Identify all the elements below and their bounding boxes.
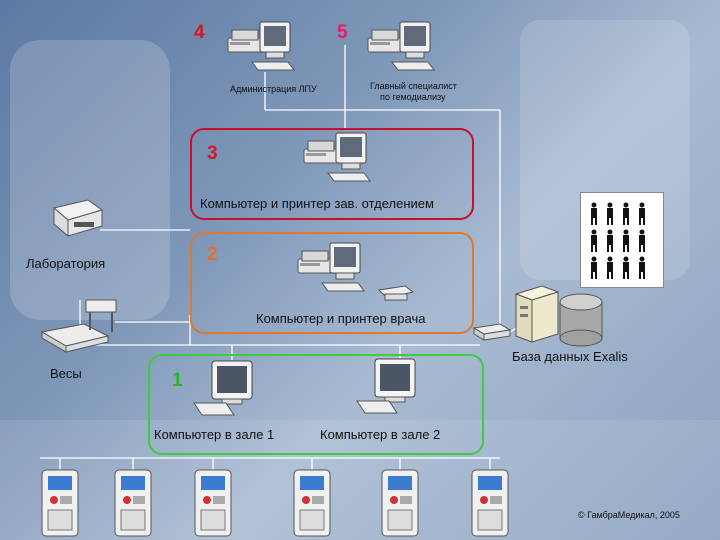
dialysis-machine-icon [292,468,332,538]
network-switch-icon [472,323,512,341]
level-1-box [148,354,484,455]
label-head-dept: Компьютер и принтер зав. отделением [200,196,434,211]
label-hall1: Компьютер в зале 1 [154,427,275,442]
number-2: 2 [207,244,218,265]
workstation-icon [222,15,302,77]
workstation-icon [192,358,262,420]
label-chief-line1: Главный специалист [370,81,457,91]
people-icon [580,192,664,288]
label-scales: Весы [50,366,82,381]
number-4: 4 [194,22,205,43]
level-3-box [190,128,474,220]
copyright: © ГамбраМедикал, 2005 [578,510,680,520]
workstation-icon [362,15,442,77]
label-hall2: Компьютер в зале 2 [320,427,441,442]
number-1: 1 [172,370,183,391]
workstation-icon [355,356,425,418]
label-lab: Лаборатория [26,256,106,271]
level-2-box [190,232,474,334]
workstation-icon [298,126,378,188]
server-icon [514,285,560,343]
label-database: База данных Exalis [512,349,628,364]
dialysis-machine-icon [113,468,153,538]
scales-icon [40,299,117,353]
label-chief-line2: по гемодиализу [380,92,446,102]
dialysis-machine-icon [40,468,80,538]
label-doctor: Компьютер и принтер врача [256,311,426,326]
printer-icon [377,285,415,301]
background-shape-left [10,40,170,320]
workstation-icon [292,236,372,298]
database-icon [559,293,603,347]
dialysis-machine-icon [193,468,233,538]
number-3: 3 [207,143,218,164]
number-5: 5 [337,22,348,43]
label-admin: Администрация ЛПУ [230,84,317,94]
printer-icon [52,199,104,238]
dialysis-machine-icon [380,468,420,538]
dialysis-machine-icon [470,468,510,538]
